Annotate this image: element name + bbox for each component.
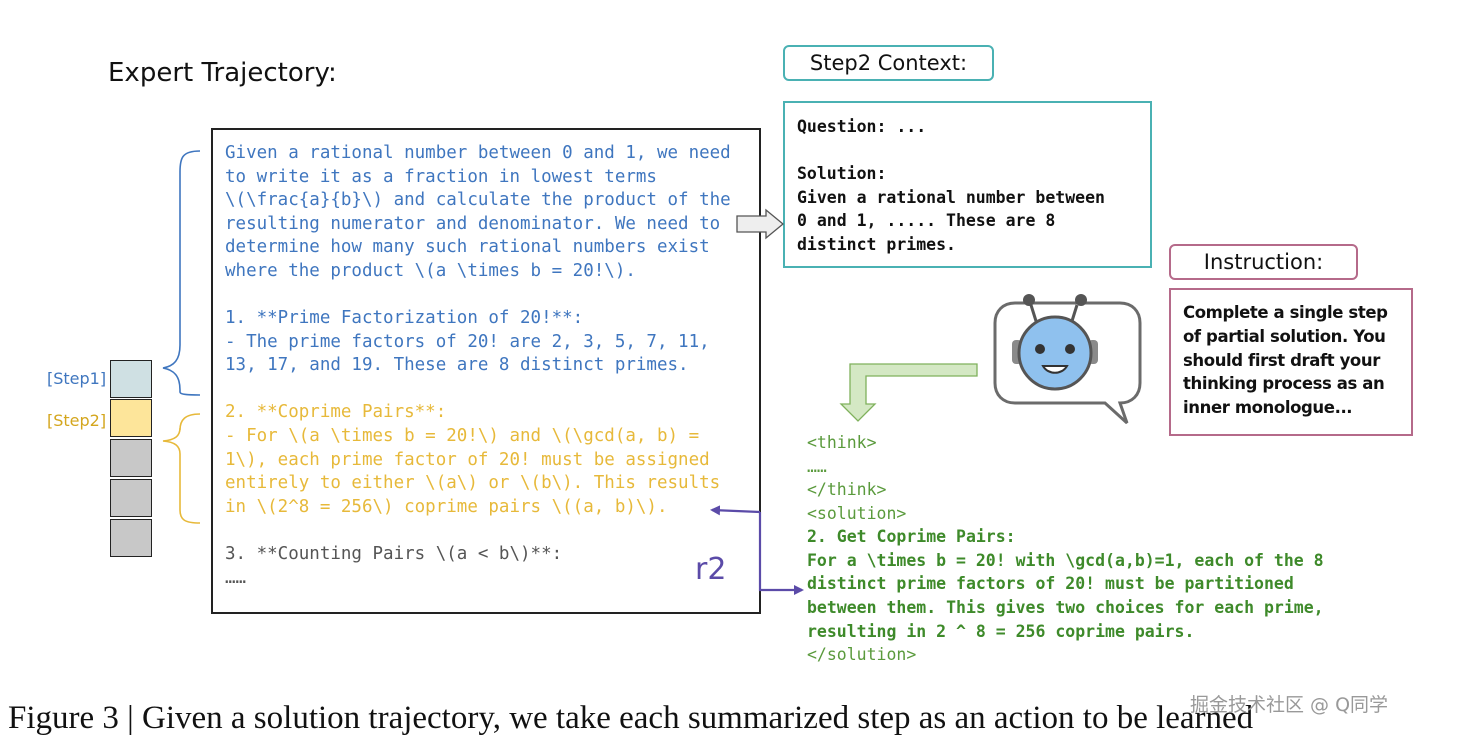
step1-line: determine how many such rational numbers… [225, 237, 710, 257]
step1-line: \(\frac{a}{b}\) and calculate the produc… [225, 190, 731, 210]
step2-cell [110, 399, 152, 437]
step1-label: [Step1] [47, 369, 107, 388]
step2-label: [Step2] [47, 411, 107, 430]
solution-line: between them. This gives two choices for… [807, 598, 1324, 617]
instruction-title: Instruction: [1169, 244, 1358, 280]
step1-cell [110, 360, 152, 398]
step2-line: 1\), each prime factor of 20! must be as… [225, 450, 710, 470]
think-body: …… [807, 457, 827, 476]
step2-line: in \(2^8 = 256\) coprime pairs \((a, b)\… [225, 497, 668, 517]
robot-icon [993, 294, 1142, 425]
step2-line: entirely to either \(a\) or \(b\). This … [225, 473, 721, 493]
step1-line: Given a rational number between 0 and 1,… [225, 143, 731, 163]
watermark: 掘金技术社区 @ Q同学 [1190, 694, 1389, 716]
context-line: Solution: [797, 164, 887, 183]
instruction-line: inner monologue... [1183, 398, 1353, 417]
solution-line: resulting in 2 ^ 8 = 256 coprime pairs. [807, 622, 1195, 641]
figure-caption: Figure 3 | Given a solution trajectory, … [8, 700, 1254, 736]
solution-line: distinct prime factors of 20! must be pa… [807, 574, 1294, 593]
step3-line: …… [225, 568, 247, 588]
step2-brace [162, 413, 201, 524]
step1-brace [162, 150, 201, 396]
step1-line: - The prime factors of 20! are 2, 3, 5, … [225, 332, 710, 352]
context-line: distinct primes. [797, 235, 956, 254]
step1-line: resulting numerator and denominator. We … [225, 214, 721, 234]
solution-line: For a \times b = 20! with \gcd(a,b)=1, e… [807, 551, 1324, 570]
instruction-line: thinking process as an [1183, 374, 1385, 393]
solution-open-tag: <solution> [807, 504, 907, 523]
reward-label: r2 [695, 552, 727, 587]
step2-line: - For \(a \times b = 20!\) and \(\gcd(a,… [225, 426, 700, 446]
step2-context-box [783, 101, 1152, 268]
output-arrow-icon [839, 363, 978, 422]
context-line: Given a rational number between [797, 188, 1105, 207]
step1-line: 1. **Prime Factorization of 20!**: [225, 308, 584, 328]
think-open-tag: <think> [807, 433, 877, 452]
solution-close-tag: </solution> [807, 645, 917, 664]
step3-line: 3. **Counting Pairs \(a < b\)**: [225, 544, 563, 564]
reward-connector-back [710, 505, 761, 516]
pending-step-cell [110, 519, 152, 557]
instruction-line: Complete a single step [1183, 303, 1388, 322]
step2-context-title: Step2 Context: [783, 45, 994, 81]
reward-connector [758, 512, 804, 595]
pending-step-cell [110, 479, 152, 517]
expert-trajectory-box [211, 128, 761, 614]
step1-line: 13, 17, and 19. These are 8 distinct pri… [225, 355, 689, 375]
step2-line: 2. **Coprime Pairs**: [225, 402, 447, 422]
context-line: 0 and 1, ..... These are 8 [797, 211, 1056, 230]
step1-line: to write it as a fraction in lowest term… [225, 167, 657, 187]
instruction-line: of partial solution. You [1183, 327, 1386, 346]
diagram-title: Expert Trajectory: [108, 58, 337, 88]
step1-line: where the product \(a \times b = 20!\). [225, 261, 636, 281]
instruction-line: should first draft your [1183, 351, 1380, 370]
context-arrow-icon [736, 208, 785, 240]
instruction-box [1169, 288, 1413, 436]
solution-line: 2. Get Coprime Pairs: [807, 527, 1016, 546]
context-line: Question: ... [797, 117, 927, 136]
pending-step-cell [110, 439, 152, 477]
think-close-tag: </think> [807, 480, 887, 499]
